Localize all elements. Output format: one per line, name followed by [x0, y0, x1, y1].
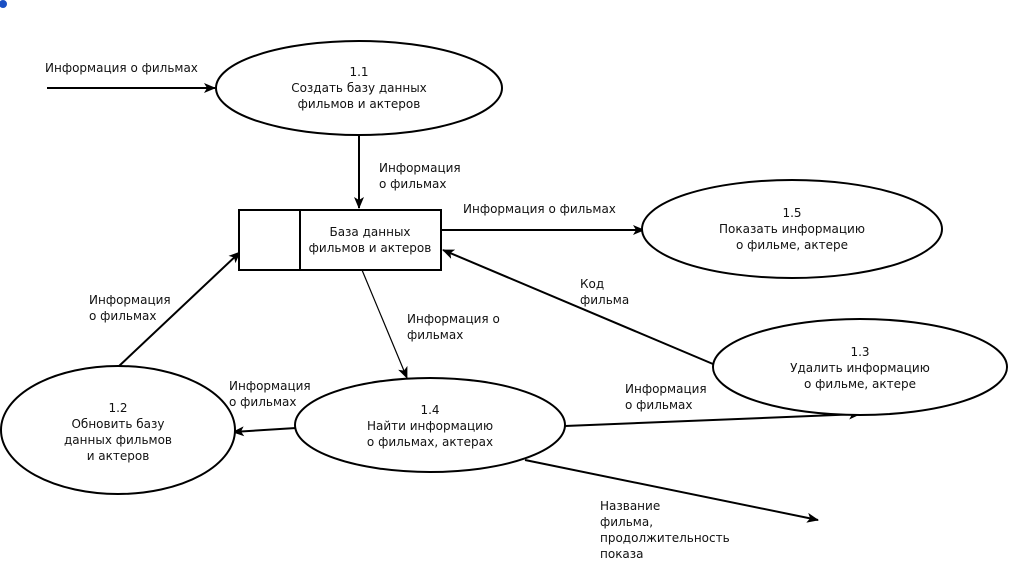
process-label: Создать базу данных — [291, 81, 427, 95]
flow-label-output: показа — [600, 547, 644, 561]
flow-label-p11-db: о фильмах — [379, 177, 446, 191]
flow-label-p14-p13: Информация — [625, 382, 707, 396]
flow-label-p12-db: о фильмах — [89, 309, 156, 323]
flow-label-p14-p12: о фильмах — [229, 395, 296, 409]
process-label: и актеров — [87, 449, 150, 463]
flow-label-output: продолжительность — [600, 531, 730, 545]
flow-label-db-p14: Информация о — [407, 312, 500, 326]
process-number: 1.3 — [850, 345, 869, 359]
flow-db-p14-arrow — [361, 269, 408, 379]
process-label: фильмов и актеров — [298, 97, 421, 111]
flow-p12-db-arrow — [117, 251, 241, 368]
flow-label-p14-p13: о фильмах — [625, 398, 692, 412]
process-number: 1.1 — [349, 65, 368, 79]
app-logo-icon — [0, 0, 7, 8]
flow-label-p13-db: Код — [580, 277, 604, 291]
process-label: Обновить базу — [71, 417, 164, 431]
process-label: данных фильмов — [64, 433, 172, 447]
process-label: о фильме, актере — [736, 238, 848, 252]
flow-p13-db-arrow — [442, 249, 714, 365]
flow-output-arrow — [524, 459, 819, 523]
process-label: Найти информацию — [367, 419, 493, 433]
flow-label-p12-db: Информация — [89, 293, 171, 307]
flow-label-output: фильма, — [600, 515, 653, 529]
process-1-4[interactable]: 1.4 Найти информацию о фильмах, актерах — [294, 377, 566, 473]
datastore-label: База данных — [329, 225, 410, 239]
process-number: 1.5 — [782, 206, 801, 220]
flow-p14-p12-arrow — [232, 426, 297, 437]
process-1-1[interactable]: 1.1 Создать базу данных фильмов и актеро… — [215, 40, 503, 136]
process-number: 1.4 — [420, 403, 439, 417]
process-1-5[interactable]: 1.5 Показать информацию о фильме, актере — [641, 179, 943, 279]
process-label: Показать информацию — [719, 222, 865, 236]
flow-label-output: Название — [600, 499, 660, 513]
process-label: Удалить информацию — [790, 361, 930, 375]
datastore[interactable]: База данных фильмов и актеров — [238, 209, 442, 271]
flow-label-p14-p12: Информация — [229, 379, 311, 393]
flow-label-db-p15: Информация о фильмах — [463, 202, 616, 216]
datastore-label: фильмов и актеров — [309, 241, 432, 255]
process-label: о фильме, актере — [804, 377, 916, 391]
flow-p14-p13-arrow — [564, 409, 861, 427]
process-number: 1.2 — [108, 401, 127, 415]
flow-label-db-p14: фильмах — [407, 328, 463, 342]
flow-label-input: Информация о фильмах — [45, 61, 198, 75]
process-1-2[interactable]: 1.2 Обновить базу данных фильмов и актер… — [0, 365, 236, 495]
process-1-3[interactable]: 1.3 Удалить информацию о фильме, актере — [712, 318, 1008, 416]
flow-label-p11-db: Информация — [379, 161, 461, 175]
process-label: о фильмах, актерах — [367, 435, 493, 449]
flow-label-p13-db: фильма — [580, 293, 629, 307]
